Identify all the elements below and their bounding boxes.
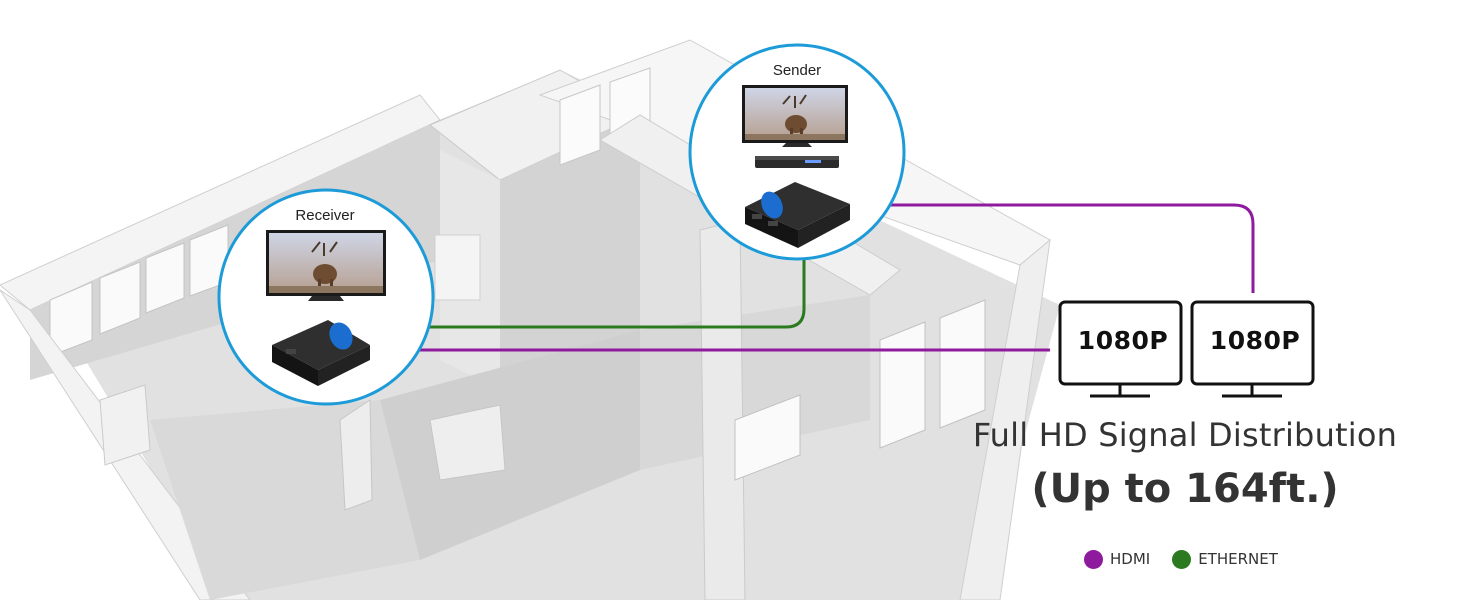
subheadline: (Up to 164ft.) <box>1031 466 1339 512</box>
hdmi-dot-icon <box>1084 549 1103 569</box>
sender-circle <box>688 43 906 261</box>
monitor-icon-2 <box>1190 300 1315 398</box>
display-1-resolution: 1080P <box>1077 326 1169 355</box>
receiver-extender-device <box>272 320 370 386</box>
sender-label: Sender <box>772 62 822 79</box>
headline: Full HD Signal Distribution <box>972 416 1398 454</box>
receiver-circle <box>217 188 435 406</box>
legend: HDMI ETHERNET <box>1084 548 1300 570</box>
sender-extender-device <box>745 182 850 248</box>
display-2-resolution: 1080P <box>1209 326 1301 355</box>
ethernet-cable <box>355 250 806 329</box>
hdmi-cable-sender <box>846 203 1255 293</box>
legend-item-ethernet: ETHERNET <box>1172 549 1278 569</box>
display-icons <box>1058 300 1315 398</box>
legend-label-ethernet: ETHERNET <box>1198 550 1278 568</box>
legend-item-hdmi: HDMI <box>1084 549 1151 569</box>
right-wall <box>959 238 1051 600</box>
monitor-icon-1 <box>1058 300 1183 398</box>
receiver-label: Receiver <box>295 207 355 224</box>
back-windows <box>49 224 229 357</box>
ethernet-dot-icon <box>1172 549 1192 569</box>
legend-label-hdmi: HDMI <box>1110 550 1151 568</box>
cables <box>355 203 1255 352</box>
